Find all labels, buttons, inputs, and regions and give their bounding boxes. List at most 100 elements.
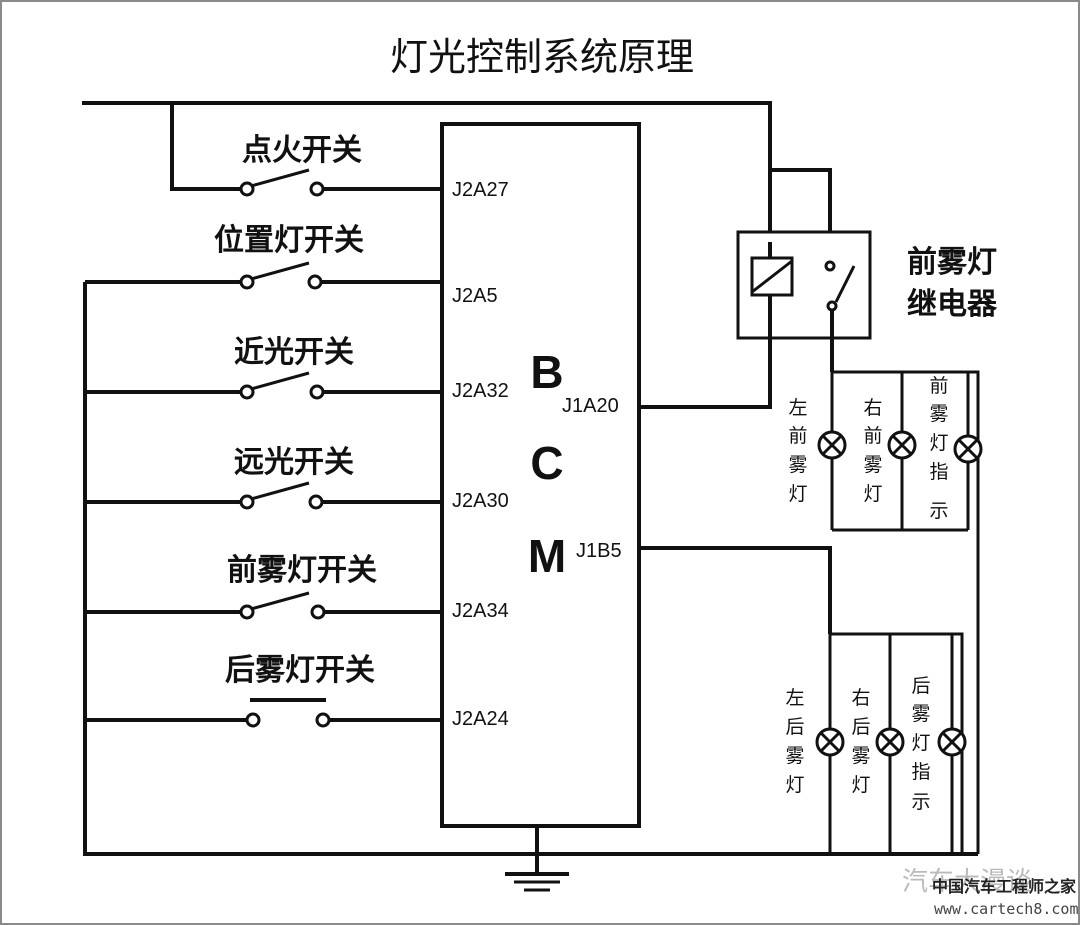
watermark-url: www.cartech8.com: [934, 900, 1078, 918]
lamp-label-char: 前: [788, 425, 807, 447]
switch-front-fog: 前雾灯开关 J2A34: [85, 553, 509, 622]
switch-blade: [250, 261, 310, 281]
watermark-site-name: 中国汽车工程师之家: [932, 877, 1077, 896]
lamp-label-char: 雾: [863, 454, 882, 476]
lamp-label-char: 左: [785, 687, 804, 709]
lamp-label-char: 右: [851, 687, 870, 709]
lamp-cross: [941, 731, 963, 753]
switch-blade: [250, 481, 310, 501]
lamp-label-char: 灯: [929, 432, 948, 454]
switch-label: 位置灯开关: [214, 223, 364, 258]
lamp-label-char: 雾: [785, 745, 804, 767]
switch-blade: [250, 371, 310, 391]
relay-label-line1: 前雾灯: [907, 245, 997, 280]
pin-label: J2A27: [452, 179, 509, 201]
switch-contact: [307, 274, 323, 290]
watermark-name: 汽车大漫谈: [902, 867, 1032, 897]
watermark: 汽车大漫谈 中国汽车工程师之家 www.cartech8.com: [902, 867, 1078, 918]
pin-label-j1b5: J1B5: [576, 540, 622, 562]
relay-coil-diagonal: [751, 259, 793, 294]
relay-contact: [824, 260, 836, 272]
switch-ignition: 点火开关 J2A27: [239, 133, 509, 201]
switch-contact: [245, 712, 261, 728]
rear-fog-lamp-group: 左 后 雾 灯 右 后 雾 灯 后 雾 灯 指 示: [785, 632, 967, 854]
switch-contact: [309, 384, 325, 400]
front-lamp-bus: [832, 370, 980, 854]
rear-lamp-bus: [830, 632, 964, 854]
lamp-label-char: 灯: [788, 483, 807, 505]
lamp-label-char: 后: [851, 716, 870, 738]
lamp-cross: [819, 731, 841, 753]
front-fog-lamp-group: 左 前 雾 灯 右 前 雾 灯 前 雾 灯 指 示: [788, 370, 983, 854]
switch-low-beam: 近光开关 J2A32: [85, 335, 509, 402]
left-front-fog-lamp: 左 前 雾 灯: [788, 397, 847, 505]
lamp-label-char: 灯: [911, 732, 930, 754]
pin-label: J2A34: [452, 600, 509, 622]
lamp-label-char: 示: [911, 791, 930, 813]
bcm-module: [440, 122, 641, 828]
lamp-label-char: 前: [929, 375, 948, 397]
pin-label: J2A30: [452, 490, 509, 512]
lamp-label-char: 雾: [851, 745, 870, 767]
relay-blade: [834, 265, 856, 303]
lamp-cross: [891, 434, 913, 456]
lamp-label-char: 灯: [863, 483, 882, 505]
pin-label: J2A32: [452, 380, 509, 402]
ground-symbol: [505, 826, 569, 892]
switch-contact: [239, 384, 255, 400]
lamp-label-char: 右: [863, 397, 882, 419]
switch-label: 远光开关: [234, 445, 354, 480]
switch-blade: [250, 591, 310, 611]
front-fog-indicator-lamp: 前 雾 灯 指 示: [929, 375, 983, 522]
right-front-fog-lamp: 右 前 雾 灯: [863, 397, 917, 505]
switch-contact: [310, 604, 326, 620]
diagram-title: 灯光控制系统原理: [390, 35, 694, 79]
relay-contact: [826, 300, 838, 312]
switch-contact: [308, 494, 324, 510]
lamp-label-char: 雾: [929, 403, 948, 425]
switch-contact: [315, 712, 331, 728]
switch-contact: [239, 181, 255, 197]
lamp-label-char: 左: [788, 397, 807, 419]
rear-fog-feed-wire: [639, 546, 832, 634]
pin-label: J2A5: [452, 285, 498, 307]
switch-blade: [250, 168, 310, 188]
left-rear-fog-lamp: 左 后 雾 灯: [785, 687, 845, 796]
switch-contact: [239, 604, 255, 620]
switch-label: 前雾灯开关: [227, 553, 377, 588]
switch-contact: [309, 181, 325, 197]
lamp-cross: [879, 731, 901, 753]
switch-contact: [239, 274, 255, 290]
switch-position-lamp: 位置灯开关 J2A5: [85, 223, 498, 307]
switch-label: 近光开关: [234, 335, 354, 370]
bcm-letter-c: C: [530, 437, 563, 489]
lamp-label-char: 示: [929, 500, 948, 522]
switch-high-beam: 远光开关 J2A30: [85, 445, 509, 512]
ignition-feed: [170, 103, 242, 191]
ground-rail: [83, 282, 978, 856]
lamp-label-char: 灯: [785, 774, 804, 796]
relay-label-line2: 继电器: [907, 287, 998, 322]
lamp-label-char: 前: [863, 425, 882, 447]
switch-rear-fog: 后雾灯开关 J2A24: [85, 653, 509, 730]
front-fog-relay: 前雾灯 继电器: [736, 230, 998, 372]
lamp-label-char: 雾: [788, 454, 807, 476]
lamp-label-char: 灯: [851, 774, 870, 796]
switch-label: 后雾灯开关: [225, 653, 375, 688]
lamp-label-char: 指: [911, 761, 930, 783]
switch-label: 点火开关: [242, 133, 362, 168]
lamp-label-char: 指: [929, 461, 948, 483]
switch-contact: [239, 494, 255, 510]
right-rear-fog-lamp: 右 后 雾 灯: [851, 687, 905, 796]
pin-label: J2A24: [452, 708, 509, 730]
bcm-letter-m: M: [528, 530, 566, 582]
lamp-label-char: 雾: [911, 703, 930, 725]
lamp-label-char: 后: [911, 675, 930, 697]
rear-fog-indicator-lamp: 后 雾 灯 指 示: [911, 675, 967, 813]
bcm-letter-b: B: [530, 346, 563, 398]
lamp-cross: [957, 438, 979, 460]
lamp-cross: [821, 434, 843, 456]
pin-label-j1a20: J1A20: [562, 395, 619, 417]
